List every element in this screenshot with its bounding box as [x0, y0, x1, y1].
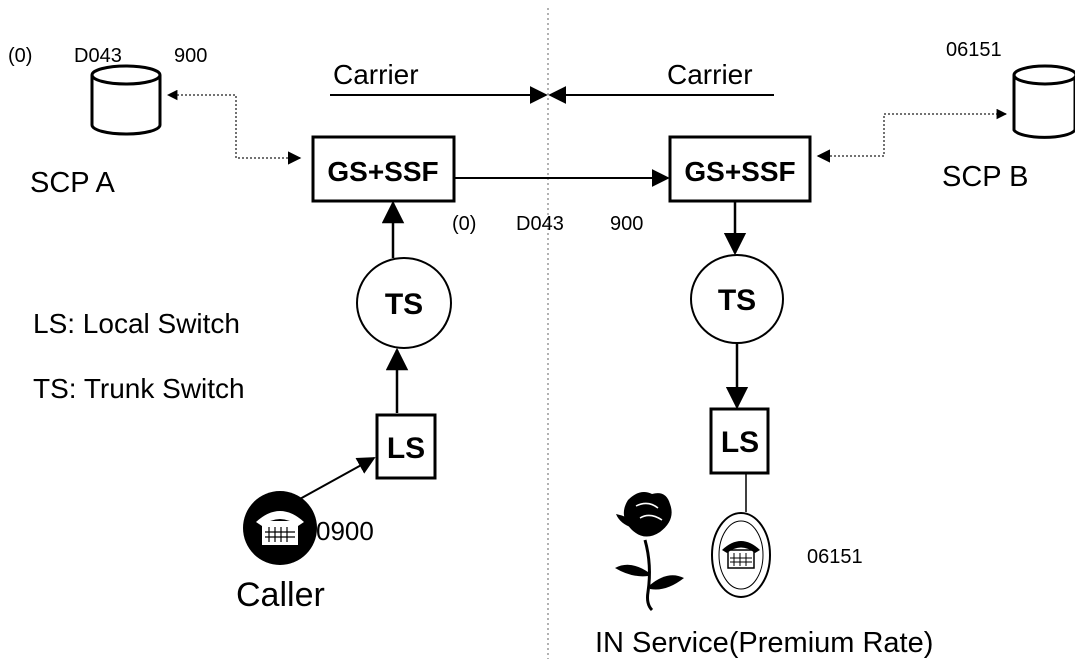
- scp-b-database-icon: [1012, 64, 1075, 139]
- gs-ssf-right-label: GS+SSF: [684, 156, 795, 187]
- scp-a-number: D043: [74, 45, 122, 67]
- ls-right-label: LS: [721, 426, 759, 459]
- gs-ssf-right-box: [668, 135, 812, 203]
- carrier-left-label: Carrier: [333, 59, 419, 90]
- service-number: 06151: [807, 546, 863, 568]
- service-name: IN Service(Premium Rate): [595, 627, 933, 659]
- ls-left-label: LS: [387, 432, 425, 465]
- carrier-right-label: Carrier: [667, 59, 753, 90]
- ts-left-label: TS: [385, 288, 423, 321]
- caller-label: Caller: [236, 576, 325, 614]
- routing-prefix: (0): [452, 213, 476, 235]
- routing-number: D043: [516, 213, 564, 235]
- service-telephone-icon: [711, 512, 771, 598]
- legend-ts: TS: Trunk Switch: [33, 373, 245, 404]
- scp-a-name: SCP A: [30, 167, 116, 199]
- caller-telephone-icon: [243, 491, 317, 565]
- scp-a-prefix: (0): [8, 45, 32, 67]
- routing-suffix: 900: [610, 213, 643, 235]
- scp-a-signaling-link: [166, 89, 302, 165]
- rose-icon: [615, 492, 684, 612]
- scp-a-database-icon: [90, 64, 162, 136]
- caller-to-ls-arrow: [297, 457, 376, 501]
- legend-ls: LS: Local Switch: [33, 308, 240, 339]
- ts-right-label: TS: [718, 284, 756, 317]
- ls-left-box: [375, 413, 437, 480]
- scp-b-number: 06151: [946, 39, 1002, 61]
- caller-number: 0900: [316, 516, 374, 546]
- gs-ssf-left-label: GS+SSF: [327, 156, 438, 187]
- scp-b-signaling-link: [816, 108, 1008, 163]
- ls-right-box: [709, 407, 770, 475]
- scp-b-name: SCP B: [942, 161, 1029, 193]
- scp-a-suffix: 900: [174, 45, 207, 67]
